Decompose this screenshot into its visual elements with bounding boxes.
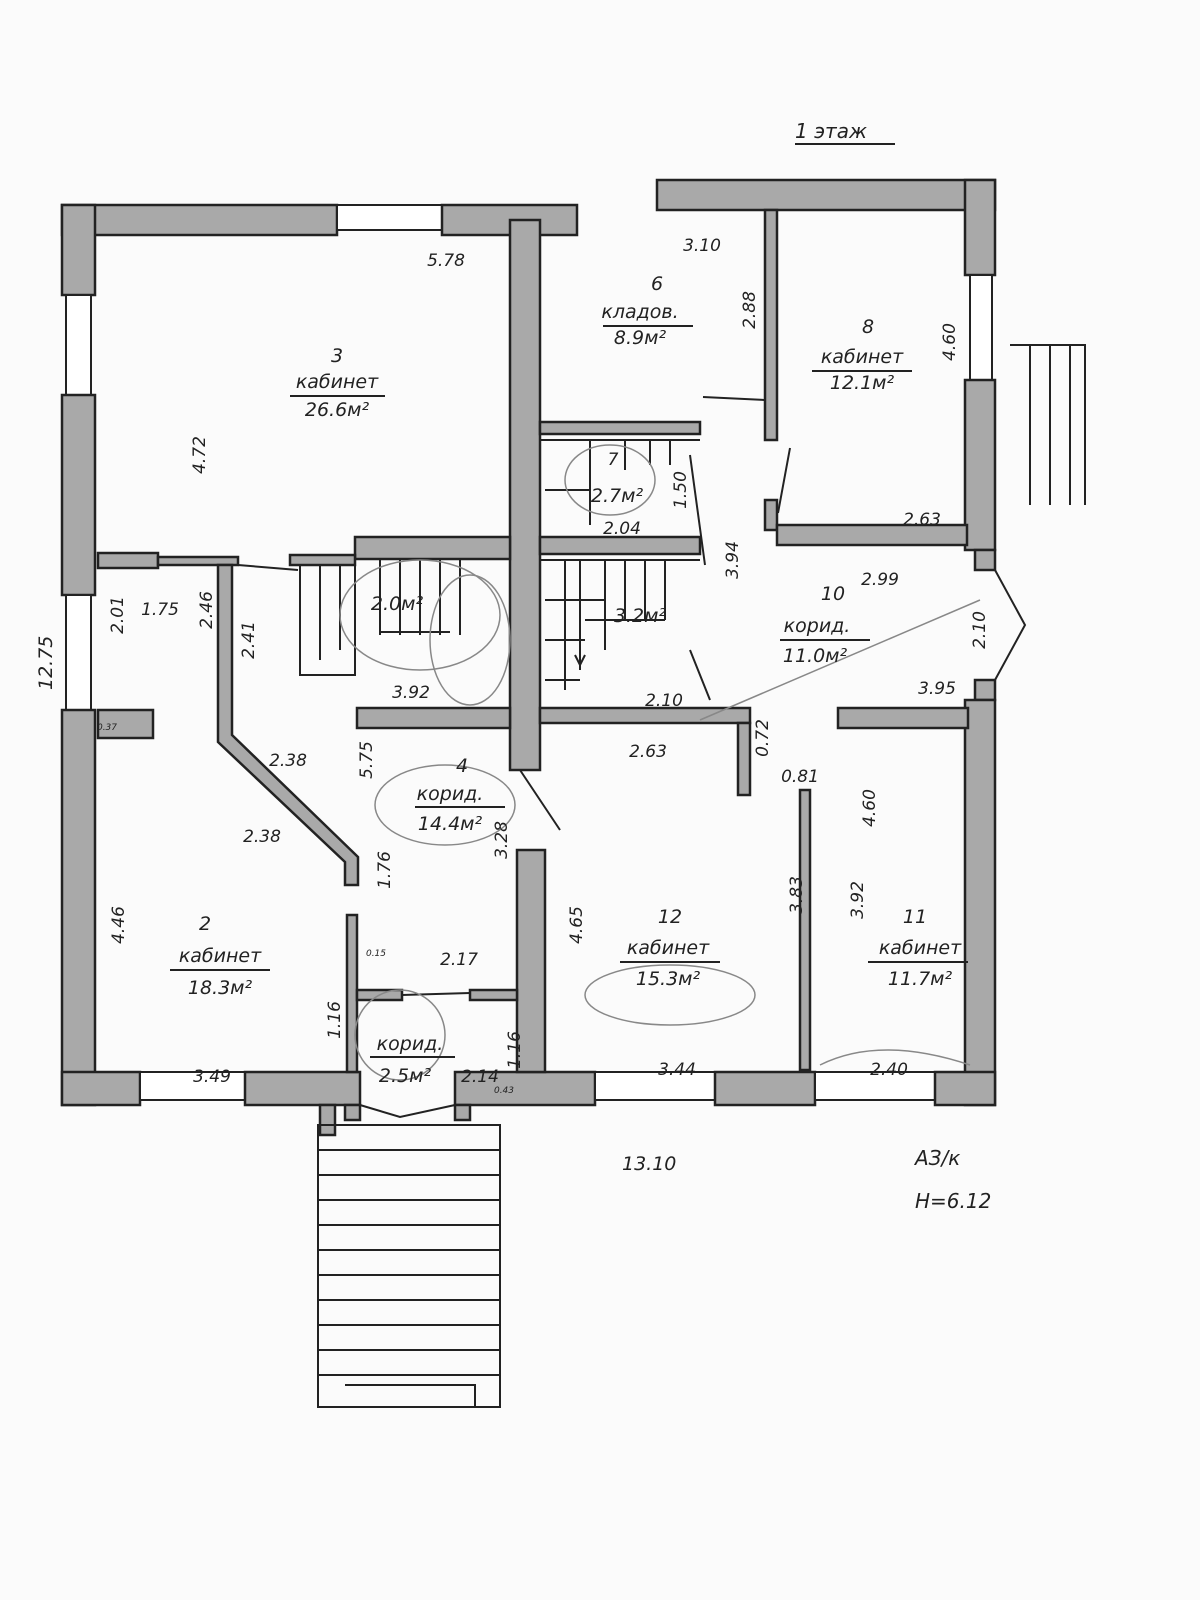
svg-text:10: 10 xyxy=(821,583,845,605)
svg-text:2.10: 2.10 xyxy=(645,691,683,711)
svg-text:кабинет: кабинет xyxy=(821,346,904,368)
svg-text:кабинет: кабинет xyxy=(296,371,379,393)
overall-depth: 12.75 xyxy=(35,636,57,690)
svg-text:2.63: 2.63 xyxy=(629,742,667,762)
floor-title: 1 этаж xyxy=(795,119,867,143)
svg-text:4.65: 4.65 xyxy=(567,906,587,944)
svg-text:2.17: 2.17 xyxy=(440,950,478,970)
svg-text:кладов.: кладов. xyxy=(601,301,678,323)
svg-text:3.28: 3.28 xyxy=(492,821,512,859)
svg-text:1.76: 1.76 xyxy=(375,851,395,889)
room-8: 8 кабинет 12.1м² xyxy=(812,316,912,394)
interior-walls xyxy=(96,208,970,1137)
outer-walls xyxy=(60,178,1027,1107)
handwritten-annotations xyxy=(339,444,981,1081)
svg-text:8.9м²: 8.9м² xyxy=(614,327,667,349)
svg-text:1.16: 1.16 xyxy=(505,1031,525,1069)
svg-text:11: 11 xyxy=(903,906,927,928)
svg-text:11.7м²: 11.7м² xyxy=(888,968,953,990)
doors xyxy=(237,396,791,1119)
svg-text:0.81: 0.81 xyxy=(781,767,819,787)
svg-text:4.46: 4.46 xyxy=(109,906,129,944)
room-5: 2.0м² xyxy=(371,593,424,615)
svg-text:3.44: 3.44 xyxy=(658,1060,696,1080)
svg-text:2.5м²: 2.5м² xyxy=(379,1065,432,1087)
svg-text:3.92: 3.92 xyxy=(848,881,868,919)
room-3: 3 кабинет 26.6м² xyxy=(290,345,385,421)
svg-text:5.78: 5.78 xyxy=(427,251,465,271)
svg-text:1.75: 1.75 xyxy=(141,600,179,620)
svg-text:0.72: 0.72 xyxy=(753,719,773,757)
svg-text:3.2м²: 3.2м² xyxy=(614,605,667,627)
svg-text:2.04: 2.04 xyxy=(603,519,641,539)
drawing-code: АЗ/к xyxy=(913,1146,960,1170)
svg-text:26.6м²: 26.6м² xyxy=(305,399,370,421)
svg-text:2.63: 2.63 xyxy=(903,510,941,530)
room-4: 4 корид. 14.4м² xyxy=(415,755,505,835)
svg-text:2.0м²: 2.0м² xyxy=(371,593,424,615)
svg-text:2: 2 xyxy=(199,913,211,935)
svg-text:4.72: 4.72 xyxy=(190,436,210,474)
svg-text:2.01: 2.01 xyxy=(108,596,128,634)
svg-text:15.3м²: 15.3м² xyxy=(636,968,701,990)
svg-text:3.10: 3.10 xyxy=(683,236,721,256)
svg-text:2.10: 2.10 xyxy=(970,611,990,649)
room-11: 11 кабинет 11.7м² xyxy=(868,906,968,990)
svg-text:2.46: 2.46 xyxy=(197,591,217,629)
svg-text:11.0м²: 11.0м² xyxy=(783,645,848,667)
svg-text:0.43: 0.43 xyxy=(494,1086,514,1096)
room-10: 10 корид. 11.0м² xyxy=(780,583,870,667)
svg-text:2.38: 2.38 xyxy=(269,751,307,771)
svg-text:2.41: 2.41 xyxy=(239,621,259,659)
svg-text:4.60: 4.60 xyxy=(940,323,960,361)
svg-text:1.50: 1.50 xyxy=(671,471,691,509)
svg-text:7: 7 xyxy=(608,450,619,470)
svg-text:3.95: 3.95 xyxy=(918,679,956,699)
svg-text:3.83: 3.83 xyxy=(787,876,807,914)
svg-text:корид.: корид. xyxy=(417,783,484,805)
room-9: 3.2м² xyxy=(614,605,667,627)
svg-text:14.4м²: 14.4м² xyxy=(418,813,483,835)
svg-text:6: 6 xyxy=(651,273,663,295)
svg-text:2.88: 2.88 xyxy=(740,291,760,329)
svg-text:5.75: 5.75 xyxy=(357,741,377,779)
svg-text:12: 12 xyxy=(658,906,682,928)
room-12: 12 кабинет 15.3м² xyxy=(620,906,720,990)
room-2: 2 кабинет 18.3м² xyxy=(170,913,270,999)
svg-text:кабинет: кабинет xyxy=(179,945,262,967)
svg-text:2.14: 2.14 xyxy=(461,1067,499,1087)
svg-text:18.3м²: 18.3м² xyxy=(188,977,253,999)
svg-text:4.60: 4.60 xyxy=(860,789,880,827)
room-6: 6 кладов. 8.9м² xyxy=(601,273,693,349)
svg-text:корид.: корид. xyxy=(784,615,851,637)
svg-text:4: 4 xyxy=(456,755,468,777)
svg-text:0.37: 0.37 xyxy=(97,723,117,733)
svg-text:2.40: 2.40 xyxy=(870,1060,908,1080)
svg-text:1.16: 1.16 xyxy=(325,1001,345,1039)
svg-text:3.92: 3.92 xyxy=(392,683,430,703)
svg-text:кабинет: кабинет xyxy=(879,937,962,959)
svg-text:2.7м²: 2.7м² xyxy=(591,485,644,507)
building-height: H=6.12 xyxy=(915,1189,991,1213)
overall-width: 13.10 xyxy=(622,1153,676,1175)
room-1: корид. 2.5м² xyxy=(370,1033,455,1087)
svg-text:корид.: корид. xyxy=(377,1033,444,1055)
svg-text:3: 3 xyxy=(331,345,343,367)
svg-text:2.99: 2.99 xyxy=(861,570,899,590)
svg-text:3.49: 3.49 xyxy=(193,1067,231,1087)
svg-text:0.15: 0.15 xyxy=(366,949,386,959)
svg-text:8: 8 xyxy=(862,316,874,338)
svg-text:кабинет: кабинет xyxy=(627,937,710,959)
dimension-labels: 5.78 4.72 3.10 2.88 4.60 1.50 2.04 2.63 … xyxy=(97,236,990,1096)
svg-text:12.1м²: 12.1м² xyxy=(830,372,895,394)
stairs xyxy=(299,344,1086,1408)
svg-text:3.94: 3.94 xyxy=(723,541,743,579)
room-7: 7 2.7м² xyxy=(591,450,644,507)
svg-text:2.38: 2.38 xyxy=(243,827,281,847)
